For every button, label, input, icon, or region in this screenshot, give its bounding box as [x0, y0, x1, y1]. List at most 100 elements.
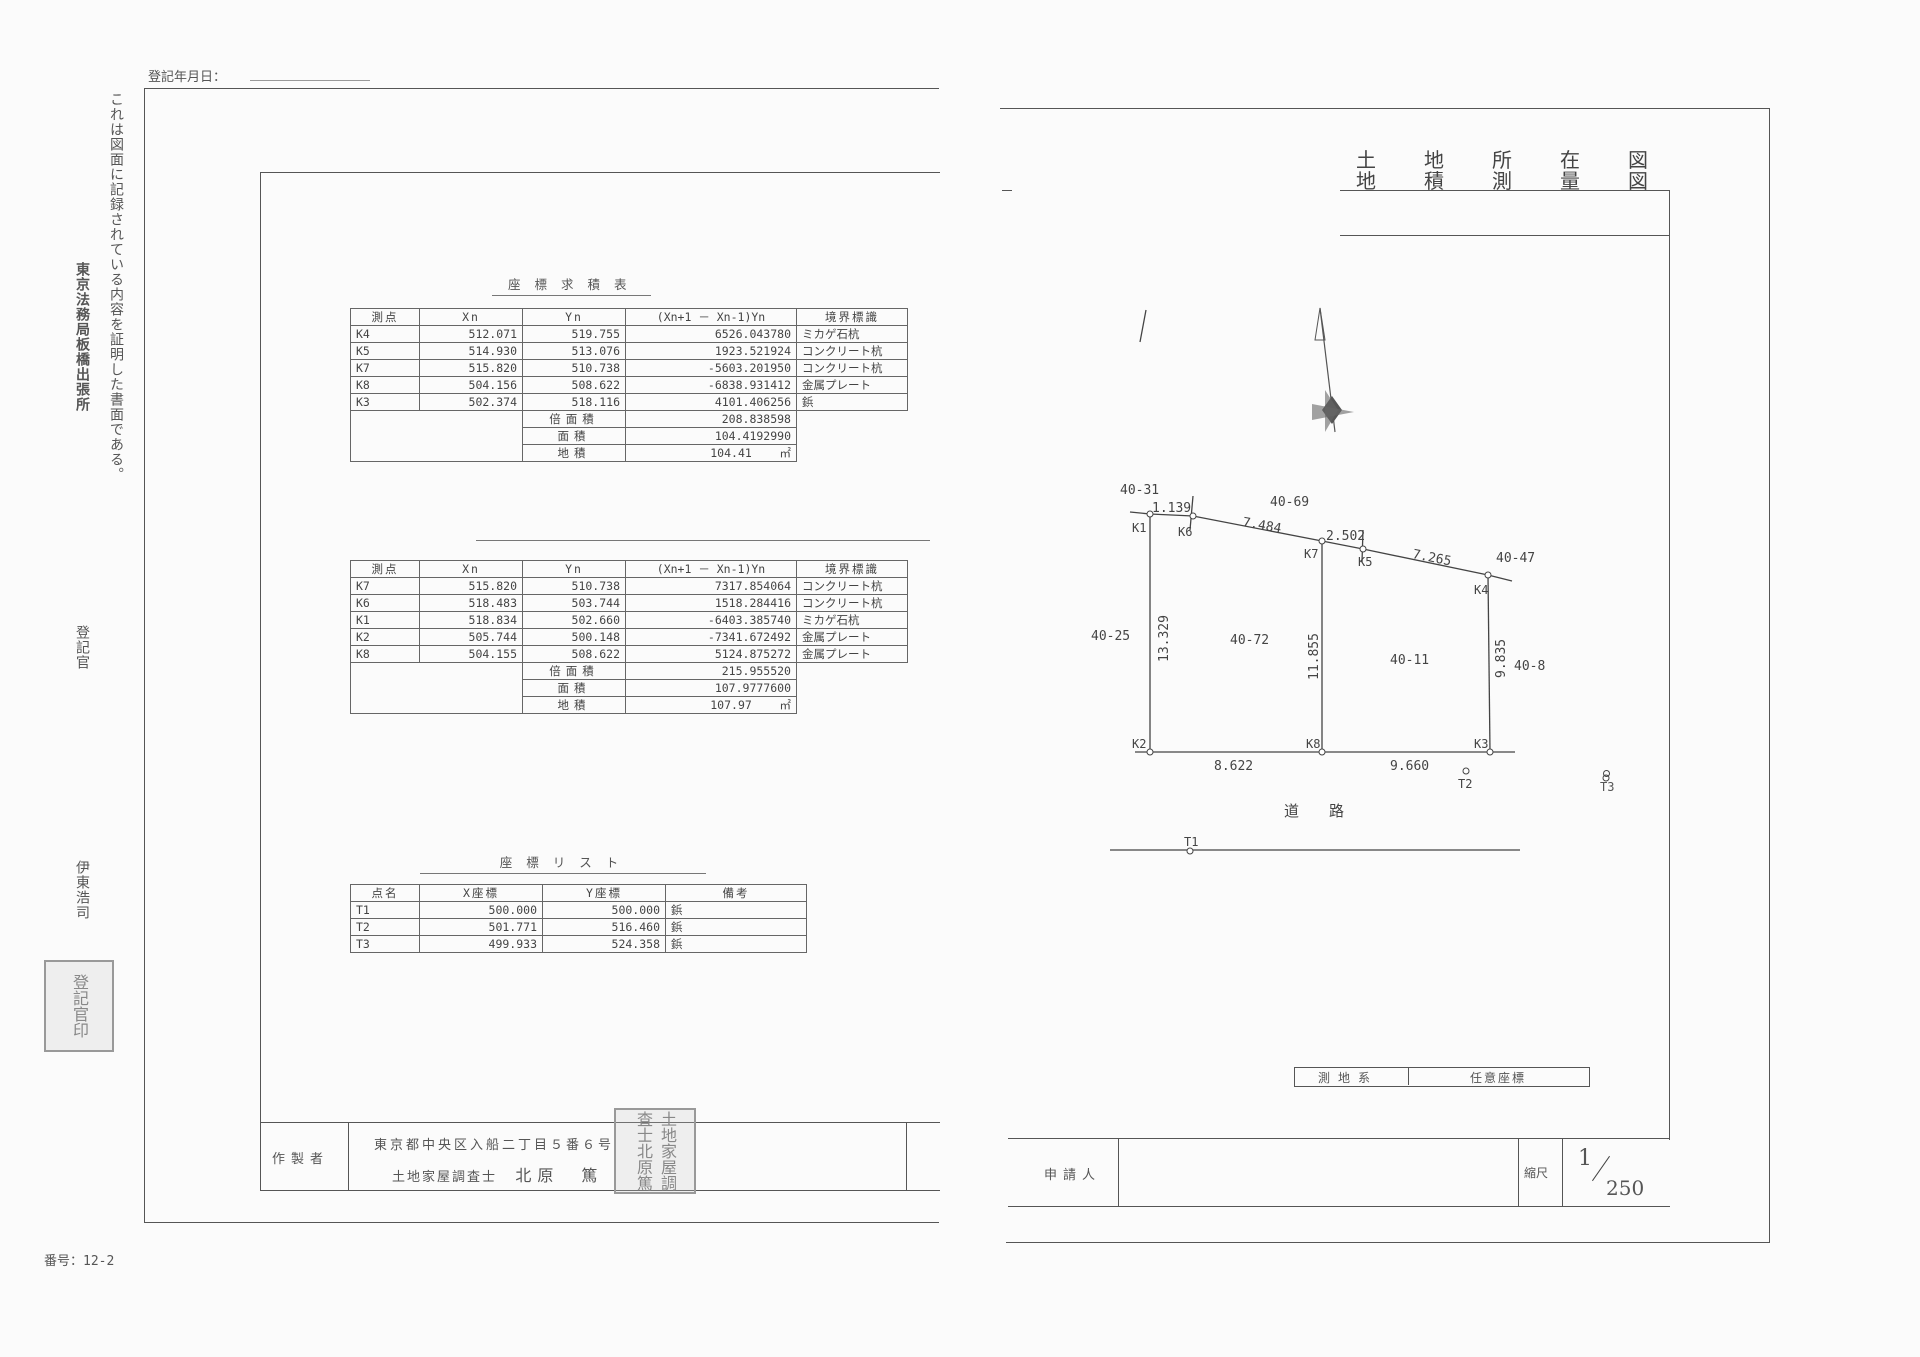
cell-yn: 510.738	[522, 359, 626, 377]
area-table-1-title: 座標求積表	[492, 274, 651, 296]
marker-k3	[1486, 748, 1494, 756]
point-label-k1: K1	[1132, 521, 1146, 535]
cell-xn: 514.930	[419, 342, 523, 360]
distance-k2-k8: 8.622	[1214, 759, 1253, 774]
left-sheet-outer-bottom-border	[144, 1222, 939, 1223]
table-row: T3 499.933 524.358 鋲	[350, 935, 807, 953]
cell-yn: 500.148	[522, 628, 626, 646]
left-sheet-inner-left-border	[260, 172, 261, 1190]
cell-point: K7	[350, 359, 420, 377]
boundary-stub-k6	[1139, 309, 1147, 343]
sheet-number: 番号：12-2	[44, 1254, 115, 1269]
table-row: K7 515.820 510.738 7317.854064 コンクリート杭	[350, 577, 908, 595]
table-row: K2 505.744 500.148 -7341.672492 金属プレート	[350, 628, 908, 646]
summary-label: 地積	[522, 444, 626, 462]
preparer-name: 北原 篤	[515, 1166, 604, 1185]
cell-yn: 513.076	[522, 342, 626, 360]
summary-value: 104.41 ㎡	[625, 444, 797, 462]
marker-k2	[1146, 748, 1154, 756]
summary-empty	[797, 663, 908, 714]
column-header: Y座標	[542, 884, 666, 902]
cell-marker: ミカゲ石杭	[796, 611, 908, 629]
marker-k7	[1318, 537, 1326, 545]
cell-yn: 510.738	[522, 577, 626, 595]
cell-note: 鋲	[665, 918, 807, 936]
registrar-title: 登記官	[74, 625, 90, 670]
boundary-east	[1487, 574, 1491, 753]
column-header: 測点	[350, 560, 420, 578]
cell-xn: 502.374	[419, 393, 523, 411]
road-label: 道 路	[1284, 802, 1344, 820]
preparer-title-line: 土地家屋調査士 北原 篤	[392, 1162, 603, 1186]
column-header: (Xn+1 － Xn-1)Yn	[625, 308, 797, 326]
left-sheet-outer-top-border	[144, 88, 939, 89]
marker-k8	[1318, 748, 1326, 756]
cell-yn: 503.744	[522, 594, 626, 612]
distance-k6-k7: 7.484	[1241, 515, 1282, 537]
point-label-k6: K6	[1178, 525, 1192, 539]
table-row: K7 515.820 510.738 -5603.201950 コンクリート杭	[350, 359, 908, 377]
summary-value: 104.4192990	[625, 427, 797, 445]
plot-plan-drawing: 40-31 40-69 40-47 40-25 40-72 40-11 40-8…	[1091, 307, 1610, 855]
area-unit: ㎡	[779, 446, 792, 460]
applicant-label: 申請人	[1044, 1168, 1102, 1183]
table-row: K5 514.930 513.076 1923.521924 コンクリート杭	[350, 342, 908, 360]
distance-k1-k6: 1.139	[1152, 501, 1191, 516]
summary-row: 地積 104.41 ㎡	[351, 444, 908, 462]
cell-point: T2	[350, 918, 420, 936]
cell-product: -6403.385740	[625, 611, 797, 629]
column-header: X座標	[419, 884, 543, 902]
cell-xn: 518.834	[419, 611, 523, 629]
column-header: 測点	[350, 308, 420, 326]
point-label-k7: K7	[1304, 547, 1318, 561]
point-label-k8: K8	[1306, 737, 1320, 751]
registrar-name: 伊東浩司	[74, 860, 90, 920]
point-label-k2: K2	[1132, 737, 1146, 751]
preparer-title: 土地家屋調査士	[392, 1170, 498, 1185]
summary-value: 107.97 ㎡	[625, 696, 797, 714]
marker-t1	[1186, 847, 1194, 855]
distance-k5-k4: 7.265	[1411, 547, 1452, 569]
marker-k5	[1359, 545, 1367, 553]
table-header-row: 測点 Xn Yn (Xn+1 － Xn-1)Yn 境界標識	[350, 308, 908, 326]
cell-point: K2	[350, 628, 420, 646]
footer-top-rule	[1008, 1138, 1670, 1139]
cell-xn: 505.744	[419, 628, 523, 646]
marker-k6	[1189, 512, 1197, 520]
column-header: Xn	[419, 560, 523, 578]
scale-denominator: 250	[1606, 1176, 1645, 1200]
cell-xn: 504.155	[419, 645, 523, 663]
footer-bottom-rule	[1008, 1206, 1670, 1207]
summary-blank	[350, 410, 523, 462]
area-value: 104.41	[710, 446, 752, 460]
cell-y: 500.000	[542, 901, 666, 919]
right-sheet-bottom-border	[1006, 1242, 1770, 1243]
map-area-right-border	[1669, 190, 1670, 1140]
cell-marker: コンクリート杭	[796, 359, 908, 377]
preparer-label: 作製者	[272, 1152, 330, 1167]
cell-yn: 519.755	[522, 325, 626, 343]
cell-yn: 508.622	[522, 645, 626, 663]
preparer-bottom-rule	[260, 1190, 940, 1191]
preparer-seal: 土地家屋調査士北原篤	[614, 1108, 696, 1194]
table-row: K4 512.071 519.755 6526.043780 ミカゲ石杭	[350, 325, 908, 343]
area-value: 107.97	[710, 698, 752, 712]
boundary-markers	[1146, 510, 1610, 855]
cell-y: 524.358	[542, 935, 666, 953]
summary-value: 107.9777600	[625, 679, 797, 697]
point-label-k4: K4	[1474, 583, 1488, 597]
summary-label: 倍面積	[522, 410, 626, 428]
cell-marker: ミカゲ石杭	[796, 325, 908, 343]
cell-xn: 518.483	[419, 594, 523, 612]
column-header: Yn	[522, 560, 626, 578]
cell-marker: 金属プレート	[796, 628, 908, 646]
cell-product: -6838.931412	[625, 376, 797, 394]
cell-xn: 512.071	[419, 325, 523, 343]
parcel-label-40-11: 40-11	[1390, 653, 1429, 668]
summary-row: 倍面積 208.838598	[350, 410, 908, 462]
cell-point: T3	[350, 935, 420, 953]
table-row: T1 500.000 500.000 鋲	[350, 901, 807, 919]
area-table-2: 測点 Xn Yn (Xn+1 － Xn-1)Yn 境界標識 K7 515.820…	[350, 560, 908, 714]
cell-note: 鋲	[665, 901, 807, 919]
cell-point: T1	[350, 901, 420, 919]
